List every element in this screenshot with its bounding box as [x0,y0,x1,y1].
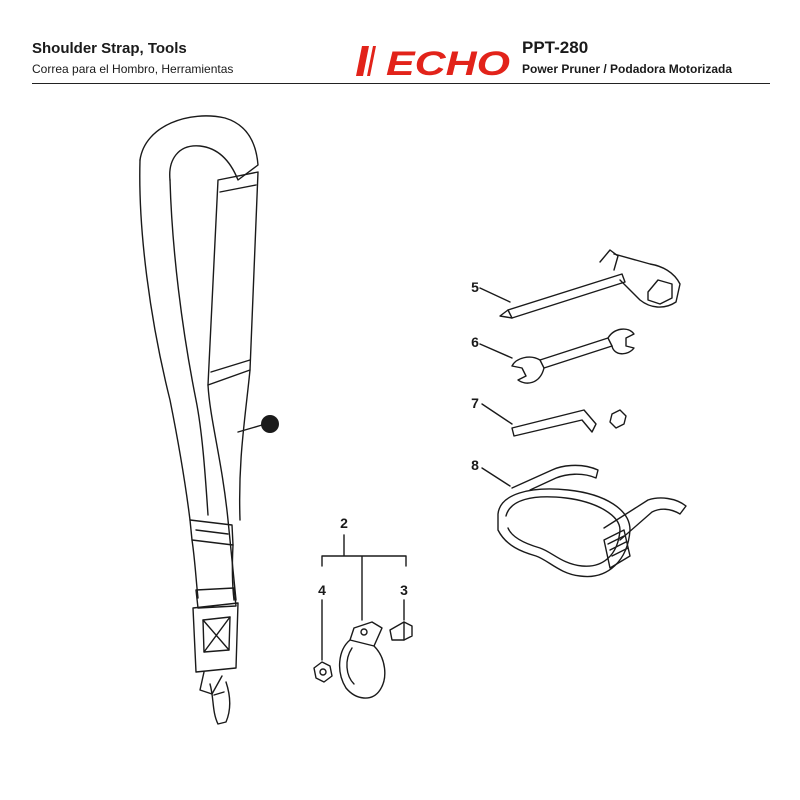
callout-2: 2 [340,515,348,531]
callout-3: 3 [400,582,408,598]
callout-8: 8 [471,457,479,473]
shoulder-strap [139,115,263,725]
hex-key [481,403,627,437]
callout-4: 4 [318,582,326,598]
page-subtitle: Correa para el Hombro, Herramientas [32,62,234,76]
callout-6: 6 [471,334,479,350]
clamp-assembly [313,534,413,699]
callout-5: 5 [471,279,479,295]
svg-text:ECHO: ECHO [386,45,510,78]
plug-wrench-screwdriver [479,249,681,319]
svg-text:1: 1 [266,416,274,432]
model-number: PPT-280 [522,38,589,57]
page-title: Shoulder Strap, Tools [32,40,187,57]
open-end-wrench [479,328,635,384]
safety-goggles [481,464,687,578]
logo-speed-lines [356,46,380,76]
callout-1: 1 [261,415,279,433]
model-description: Power Pruner / Podadora Motorizada [522,62,733,76]
page-header: Shoulder Strap, Tools Correa para el Hom… [0,0,800,90]
callout-7: 7 [471,395,479,411]
echo-logo: ECHO [356,45,510,78]
header-rule [32,83,770,84]
